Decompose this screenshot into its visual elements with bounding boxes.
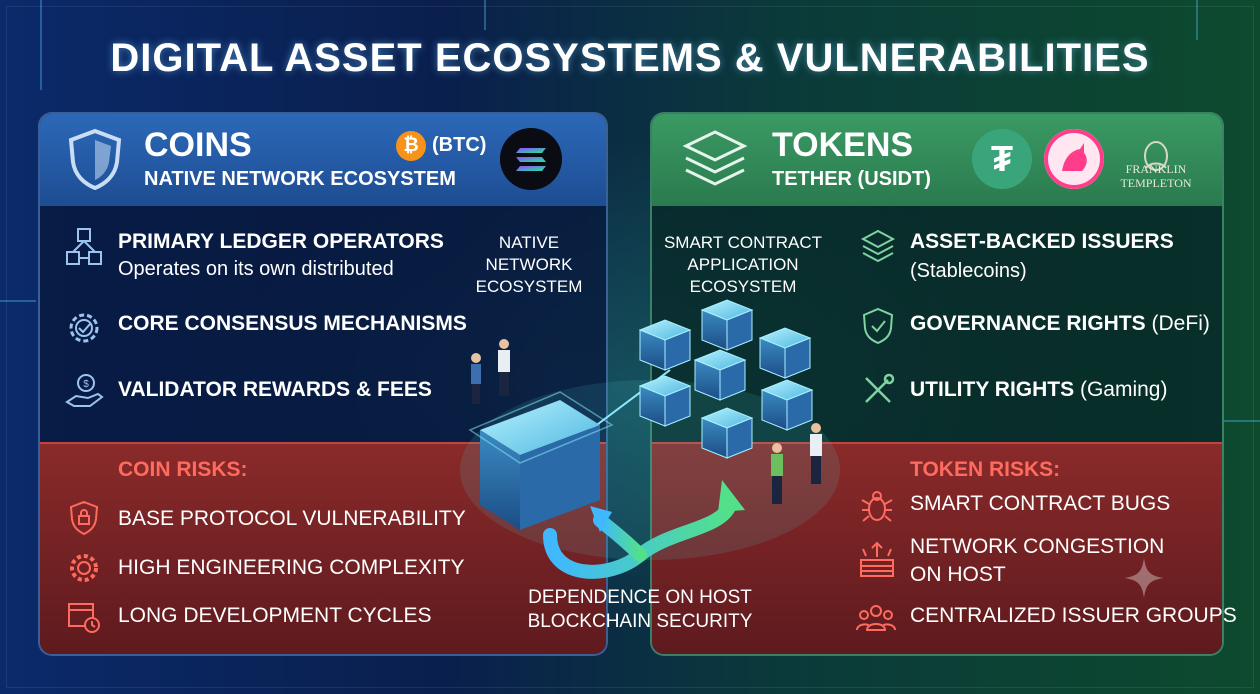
people-group-icon [856,605,896,631]
coin-risks-title: COIN RISKS: [118,458,248,481]
native-label-line: NATIVE [498,233,560,252]
arrow-head-icon [718,480,745,512]
network-cubes-icon [66,228,102,265]
circuit-line [1222,420,1260,422]
coin-item-sub: Operates on its own distributed [118,258,394,280]
page-title: DIGITAL ASSET ECOSYSTEMS & VULNERABILITI… [110,36,1150,80]
token-item-title-main: UTILITY RIGHTS [910,378,1075,401]
circuit-line [40,0,42,90]
token-risk-item-line2: ON HOST [910,563,1006,586]
coin-risk-item: HIGH ENGINEERING COMPLEXITY [118,556,465,579]
ecosystem-diagram [460,299,840,579]
native-network-label: NATIVE NETWORK ECOSYSTEM [464,232,594,298]
tokens-heading: TOKENS [772,126,914,164]
bug-icon [861,491,893,522]
tokens-subheading: TETHER (USIDT) [772,168,931,190]
token-risks-panel [652,442,1222,654]
circuit-line [0,300,36,302]
arrow-head-icon [590,506,612,532]
coins-heading: COINS [144,126,252,164]
shield-check-icon [862,307,894,345]
layers-icon [682,130,748,186]
token-item-title-note: (Gaming) [1074,378,1168,401]
coin-item-title: CORE CONSENSUS MECHANISMS [118,312,467,335]
native-label-line: ECOSYSTEM [475,277,583,296]
uniswap-logo [1044,129,1104,189]
native-network-cube [468,391,614,530]
bitcoin-logo: ₿ [396,131,426,161]
svg-text:$: $ [83,379,89,390]
smart-contract-cubes [638,299,814,459]
gear-cog-icon [70,554,98,582]
token-risks-title: TOKEN RISKS: [910,458,1061,481]
token-item-title: UTILITY RIGHTS (Gaming) [910,378,1167,402]
tether-logo: ₮ [972,129,1032,189]
smart-label-line: ECOSYSTEM [689,277,797,296]
dependence-label-line: DEPENDENCE ON HOST [528,587,752,608]
coin-item-title: VALIDATOR REWARDS & FEES [118,378,432,401]
token-risk-item: NETWORK CONGESTION [910,535,1165,558]
token-item-title-note: (DeFi) [1145,312,1210,335]
token-item-title-main: GOVERNANCE RIGHTS [910,312,1146,335]
people-figures-right [771,423,822,504]
tools-icon [865,373,895,403]
smart-label-line: SMART CONTRACT [663,233,823,252]
smart-contract-label: SMART CONTRACT APPLICATION ECOSYSTEM [648,232,838,298]
token-item-sub: (Stablecoins) [910,260,1027,282]
shield-lock-icon [69,500,99,536]
token-risk-item: CENTRALIZED ISSUER GROUPS [910,604,1237,627]
dependence-label: DEPENDENCE ON HOST BLOCKCHAIN SECURITY [520,586,760,634]
franklin-portrait-icon [1144,141,1168,171]
shield-icon [68,128,122,190]
network-upload-icon [860,541,894,577]
dependence-label-line: BLOCKCHAIN SECURITY [527,611,753,632]
coins-subheading: NATIVE NETWORK ECOSYSTEM [144,168,456,190]
token-risk-item: SMART CONTRACT BUGS [910,492,1171,515]
ft-line1: FRANKLIN [1125,162,1187,176]
circuit-line [484,0,486,30]
tokens-header [652,114,1222,206]
tokens-panel [650,112,1224,656]
layers-icon [860,229,896,263]
hand-coin-icon: $ [65,374,104,407]
people-figures-left [471,339,510,404]
frame [6,6,1254,688]
ft-line2: TEMPLETON [1120,176,1192,190]
coin-risk-item: BASE PROTOCOL VULNERABILITY [118,507,466,530]
gear-check-icon [69,313,99,343]
btc-label: (BTC) [432,134,487,156]
token-item-title: ASSET-BACKED ISSUERS [910,230,1174,253]
sparkle-icon [1124,558,1164,598]
coin-risk-item: LONG DEVELOPMENT CYCLES [118,604,432,627]
circuit-line [1196,0,1198,40]
franklin-templeton-logo: FRANKLIN TEMPLETON [1106,162,1206,190]
calendar-clock-icon [68,603,100,633]
smart-label-line: APPLICATION [687,255,799,274]
solana-logo [500,128,562,190]
coin-item-title: PRIMARY LEDGER OPERATORS [118,230,444,253]
token-item-title: GOVERNANCE RIGHTS (DeFi) [910,312,1210,336]
native-label-line: NETWORK [485,255,573,274]
